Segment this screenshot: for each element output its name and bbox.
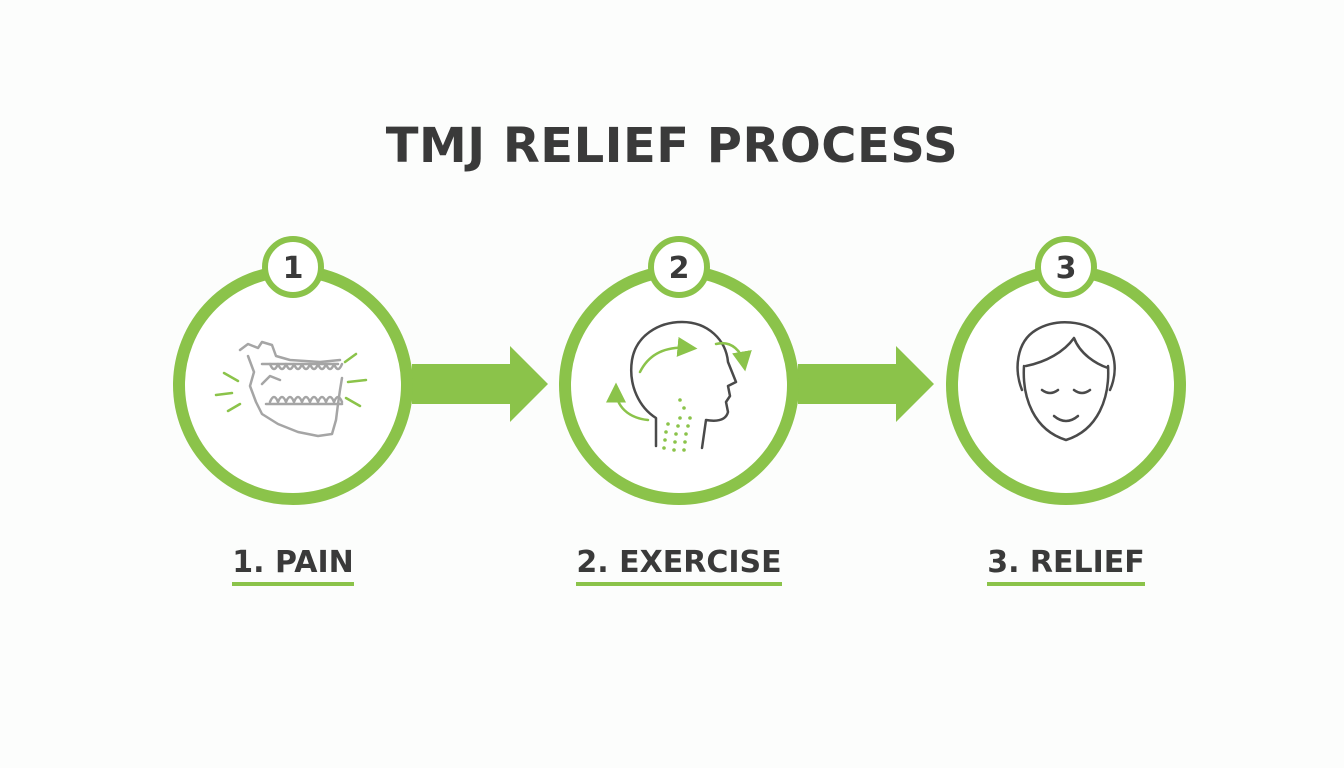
step-1-ring (173, 265, 413, 505)
step-1-label: 1. PAIN (193, 545, 393, 591)
step-1-number: 1 (283, 251, 304, 286)
motion-arrows-icon (606, 336, 752, 422)
arrow-step2-to-step3 (798, 346, 934, 422)
step-2-ring (559, 265, 799, 505)
step-3: 3 (946, 236, 1186, 505)
step-3-number: 3 (1056, 251, 1077, 286)
step-2-badge: 2 (648, 236, 710, 298)
step-1-label-text: 1. PAIN (232, 545, 354, 586)
step-2-label: 2. EXERCISE (559, 545, 799, 591)
relaxed-face-icon (1016, 321, 1116, 442)
step-3-label-text: 3. RELIEF (987, 545, 1145, 586)
head-exercise-icon (629, 320, 738, 450)
step-2-label-text: 2. EXERCISE (576, 545, 782, 586)
neck-dots-icon (662, 398, 692, 452)
step-3-badge: 3 (1035, 236, 1097, 298)
step-2: 2 (559, 236, 799, 505)
step-3-ring (946, 265, 1186, 505)
pain-lines-icon (214, 352, 368, 413)
step-3-label: 3. RELIEF (956, 545, 1176, 591)
step-2-number: 2 (669, 251, 690, 286)
jaw-pain-icon (238, 340, 344, 438)
step-1: 1 (173, 236, 413, 505)
page-title: TMJ RELIEF PROCESS (385, 118, 959, 174)
step-1-badge: 1 (262, 236, 324, 298)
arrow-step1-to-step2 (412, 346, 548, 422)
